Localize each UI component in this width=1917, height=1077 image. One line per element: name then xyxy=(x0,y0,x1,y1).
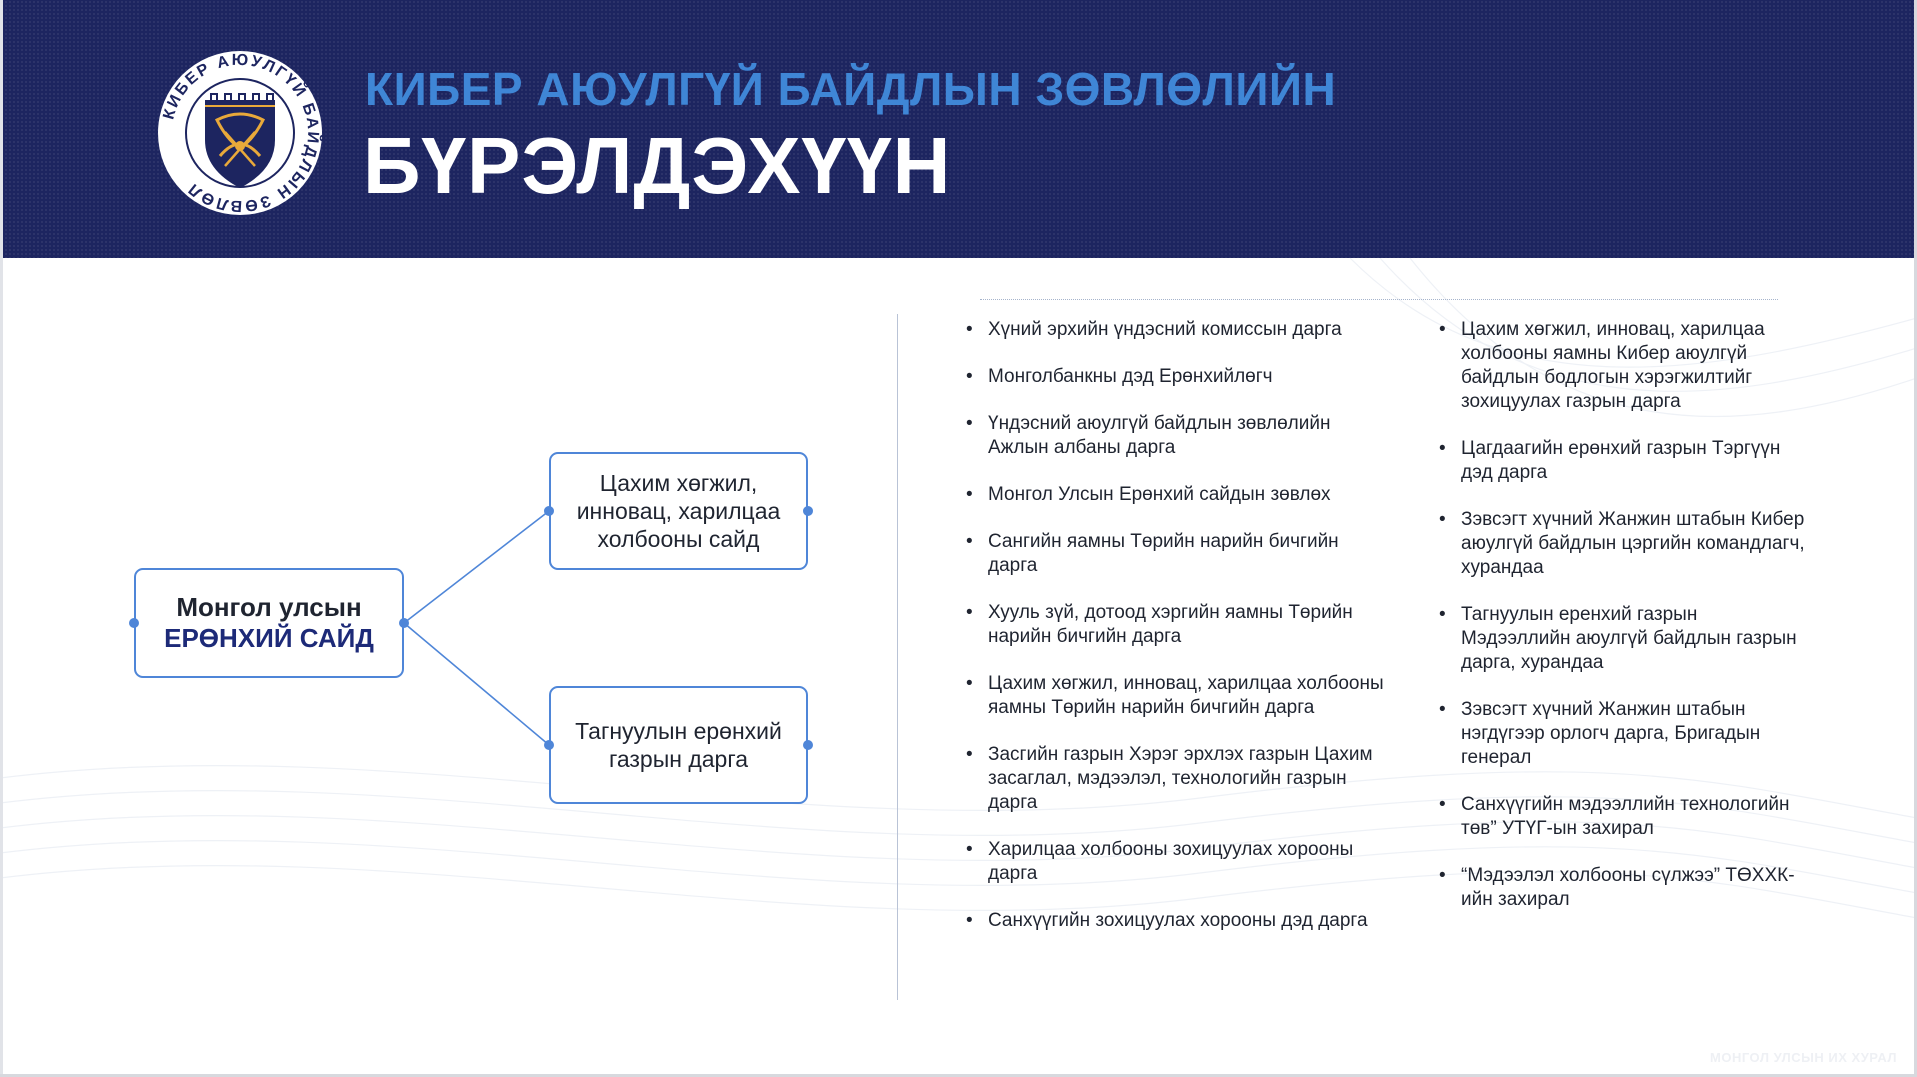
connector-dot xyxy=(399,618,409,628)
frame-bottom xyxy=(0,1074,1917,1077)
intelligence-chief-label: Тагнуулын ерөнхий газрын дарга xyxy=(575,718,782,772)
list-item: Цагдаагийн ерөнхий газрын Тэргүүн дэд да… xyxy=(1439,437,1811,485)
intelligence-chief-node: Тагнуулын ерөнхий газрын дарга xyxy=(549,686,808,804)
list-item: Санхүүгийн зохицуулах хорооны дэд дарга xyxy=(966,909,1388,933)
frame-right xyxy=(1914,0,1917,1077)
vertical-divider xyxy=(897,314,898,1000)
dotted-top-rule xyxy=(980,299,1778,300)
org-diagram: Монгол улсын ЕРӨНХИЙ САЙД Цахим хөгжил, … xyxy=(0,258,900,1077)
list-item: Хүний эрхийн үндэсний комиссын дарга xyxy=(966,318,1388,342)
connector-line-bottom xyxy=(403,622,550,746)
prime-minister-node: Монгол улсын ЕРӨНХИЙ САЙД xyxy=(134,568,404,678)
members-list-col2: Цахим хөгжил, инновац, харилцаа холбооны… xyxy=(1439,318,1811,912)
page-title-line1: КИБЕР АЮУЛГҮЙ БАЙДЛЫН ЗӨВЛӨЛИЙН xyxy=(365,63,1337,115)
list-item: Монгол Улсын Ерөнхий сайдын зөвлөх xyxy=(966,483,1388,507)
list-item: Хууль зүй, дотоод хэргийн яамны Төрийн н… xyxy=(966,601,1388,649)
digital-minister-node: Цахим хөгжил, инновац, харилцаа холбооны… xyxy=(549,452,808,570)
list-item: Цахим хөгжил, инновац, харилцаа холбооны… xyxy=(966,672,1388,720)
council-logo: КИБЕР АЮУЛГҮЙ БАЙДЛЫН ЗӨВЛӨЛ xyxy=(158,51,322,215)
list-item: Санхүүгийн мэдээллийн технологийн төв” У… xyxy=(1439,793,1811,841)
frame-left xyxy=(0,0,3,1077)
shield-emblem-icon xyxy=(205,93,275,188)
members-list-col1: Хүний эрхийн үндэсний комиссын дарга Мон… xyxy=(966,318,1388,933)
connector-dot xyxy=(803,740,813,750)
list-item: “Мэдээлэл холбооны сүлжээ” ТӨХХК-ийн зах… xyxy=(1439,864,1811,912)
page-title-line2: БҮРЭЛДЭХҮҮН xyxy=(363,121,952,210)
list-item: Монголбанкны дэд Ерөнхийлөгч xyxy=(966,365,1388,389)
connector-line-top xyxy=(403,510,550,624)
list-item: Үндэсний аюулгүй байдлын зөвлөлийн Ажлын… xyxy=(966,412,1388,460)
list-item: Цахим хөгжил, инновац, харилцаа холбооны… xyxy=(1439,318,1811,414)
footer-watermark: МОНГОЛ УЛСЫН ИХ ХУРАЛ xyxy=(1710,1050,1897,1065)
list-item: Харилцаа холбооны зохицуулах хорооны дар… xyxy=(966,838,1388,886)
list-item: Тагнуулын еренхий газрын Мэдээллийн аюул… xyxy=(1439,603,1811,675)
connector-dot xyxy=(803,506,813,516)
prime-minister-line1: Монгол улсын xyxy=(176,592,362,622)
connector-dot xyxy=(544,506,554,516)
list-item: Зэвсэгт хүчний Жанжин штабын нэгдүгээр о… xyxy=(1439,698,1811,770)
list-item: Сангийн яамны Төрийн нарийн бичгийн дарг… xyxy=(966,530,1388,578)
list-item: Зэвсэгт хүчний Жанжин штабын Кибер аюулг… xyxy=(1439,508,1811,580)
connector-dot xyxy=(129,618,139,628)
digital-minister-label: Цахим хөгжил, инновац, харилцаа холбооны… xyxy=(576,470,781,552)
connector-lines xyxy=(403,510,550,746)
header-banner: КИБЕР АЮУЛГҮЙ БАЙДЛЫН ЗӨВЛӨЛ КИБЕР АЮУЛГ… xyxy=(0,0,1917,258)
list-item: Засгийн газрын Хэрэг эрхлэх газрын Цахим… xyxy=(966,743,1388,815)
connector-dot xyxy=(544,740,554,750)
prime-minister-line2: ЕРӨНХИЙ САЙД xyxy=(164,623,374,653)
